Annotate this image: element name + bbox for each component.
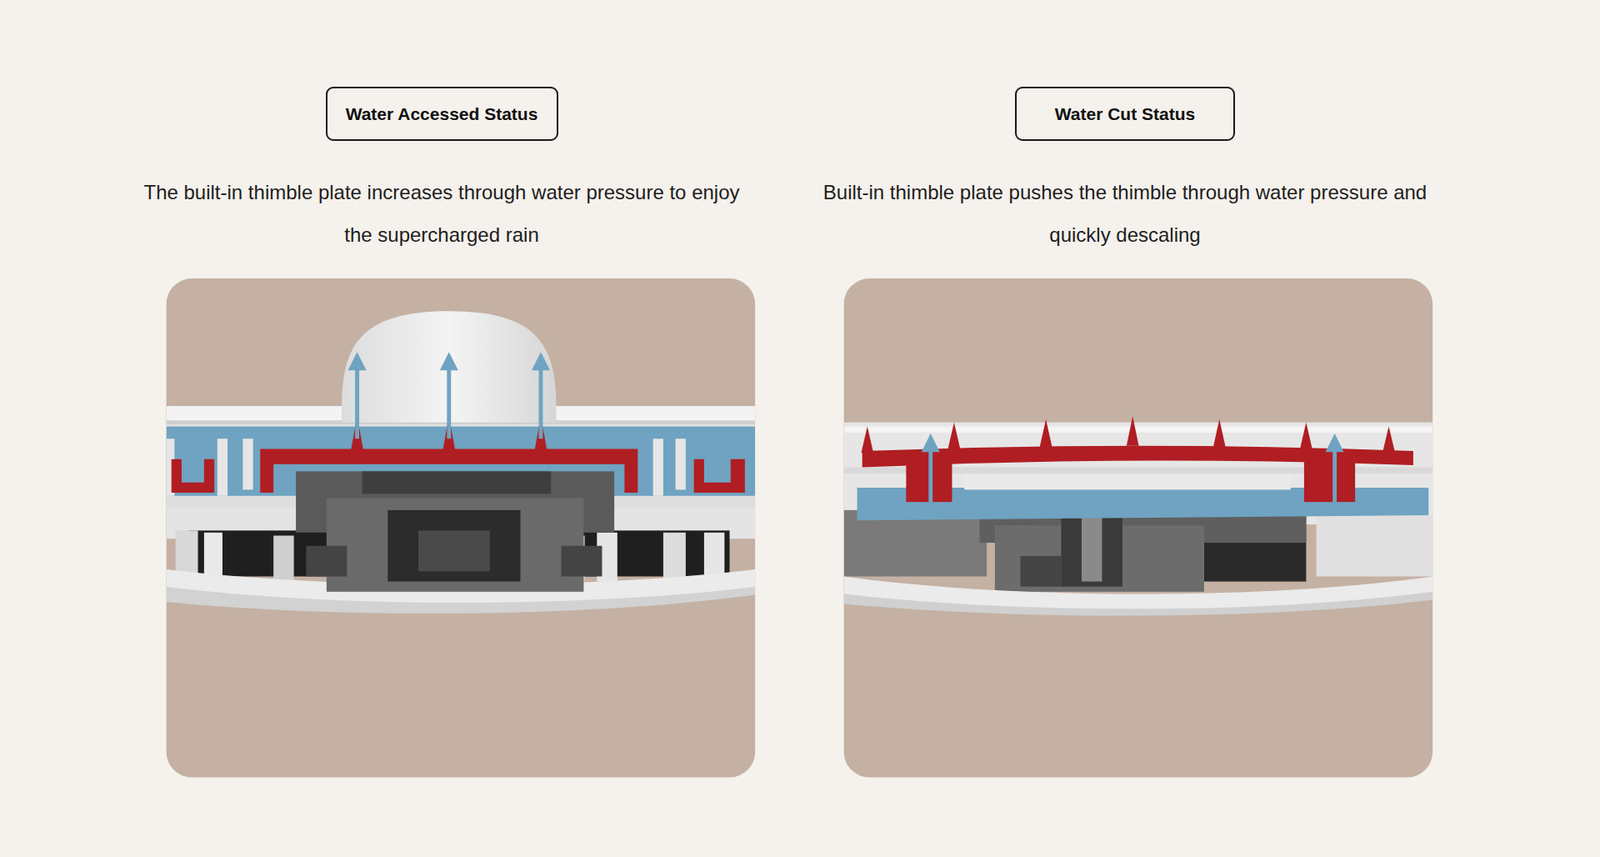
status-title: Water Cut Status — [1055, 104, 1195, 125]
illustration-part — [844, 591, 1434, 616]
status-title: Water Accessed Status — [345, 104, 539, 125]
illustration-part — [1213, 419, 1226, 447]
illustration-part — [539, 367, 544, 440]
illustration-part — [418, 530, 490, 571]
illustration-part — [387, 510, 520, 582]
illustration-part — [362, 470, 552, 494]
status-box: Water Accessed Status — [325, 86, 559, 141]
illustration-part — [964, 475, 1291, 490]
illustration-part — [694, 459, 745, 493]
left-cross-section — [166, 310, 756, 614]
illustration-part — [560, 545, 602, 577]
illustration-part — [348, 351, 367, 370]
illustration-part — [348, 351, 550, 439]
illustration-part — [305, 545, 347, 577]
illustration-part — [217, 438, 228, 496]
illustration-part — [171, 459, 215, 493]
description-text: The built-in thimble plate increases thr… — [133, 170, 750, 256]
illustration-part — [1325, 433, 1345, 452]
panel — [166, 278, 756, 777]
illustration-part — [1300, 422, 1313, 450]
illustration-part — [1126, 415, 1140, 445]
illustration-part — [1382, 426, 1395, 453]
illustration-part — [326, 497, 585, 592]
illustration-part — [921, 433, 1345, 502]
illustration-part — [189, 530, 730, 576]
illustration-part — [844, 426, 1434, 433]
illustration-part — [1081, 510, 1102, 582]
right-cross-section — [844, 415, 1434, 615]
illustration-part — [531, 351, 550, 370]
illustration-part — [860, 426, 874, 454]
illustration-part — [446, 367, 451, 440]
illustration-part — [653, 438, 664, 496]
illustration-part — [166, 426, 756, 503]
illustration-part — [948, 422, 961, 450]
illustration-part — [663, 532, 686, 582]
status-box: Water Cut Status — [1015, 86, 1235, 141]
illustration-part — [844, 422, 1434, 525]
illustration-part — [928, 448, 933, 502]
illustration-part — [675, 438, 686, 490]
illustration-part — [273, 535, 294, 582]
illustration-part — [242, 438, 253, 490]
illustration-part — [1332, 448, 1337, 502]
illustration-part — [1316, 515, 1434, 576]
illustration-part — [440, 351, 459, 370]
description-text: Built-in thimble plate pushes the thimbl… — [816, 170, 1434, 256]
illustration-part — [1304, 460, 1355, 502]
illustration-part — [921, 433, 940, 452]
panel — [844, 278, 1434, 777]
illustration-part — [1040, 419, 1053, 447]
illustration-part — [355, 367, 360, 440]
illustration-part — [1020, 555, 1061, 587]
